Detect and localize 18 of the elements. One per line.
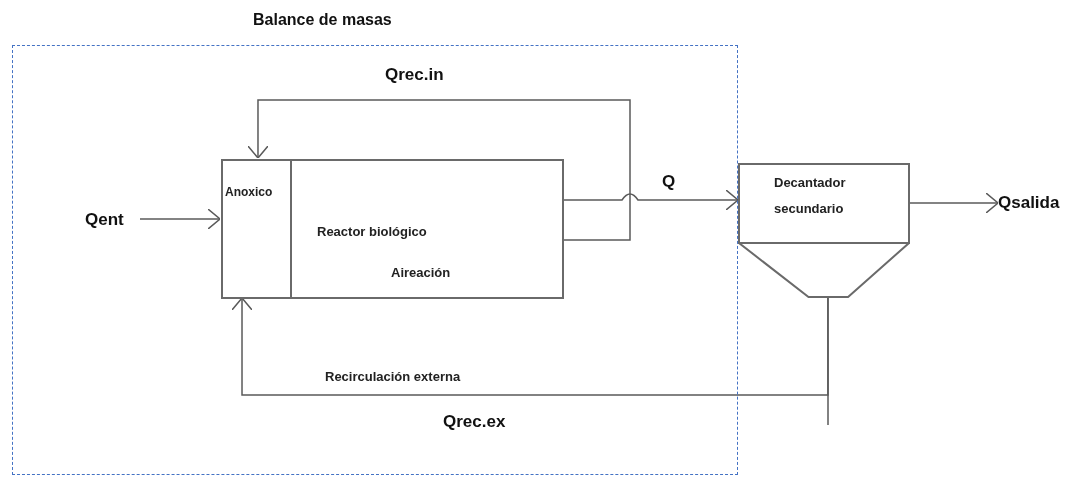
flow-note: Recirculación externa [325, 368, 461, 386]
reactor-tank [221, 159, 564, 299]
node-label: Decantador secundario [774, 174, 847, 218]
flow-arrow [909, 192, 999, 214]
flow-label: Qent [85, 208, 141, 232]
edge-label: Qrec.ex [443, 411, 506, 433]
flow-arrow [231, 297, 829, 396]
flow-line [827, 297, 829, 426]
anoxic-zone: Anoxico [221, 159, 292, 297]
boundary-title: Balance de masas [253, 10, 392, 30]
node-label: Aireación [391, 264, 451, 282]
flow-label: Qsalida [998, 191, 1073, 215]
edge-label: Qrec.in [385, 64, 444, 86]
flow-arrow [139, 208, 221, 230]
node-label: Reactor biológico [317, 223, 427, 241]
flow-arrow [247, 99, 631, 241]
secondary-settler [738, 163, 910, 298]
edge-label: Q [662, 171, 676, 193]
